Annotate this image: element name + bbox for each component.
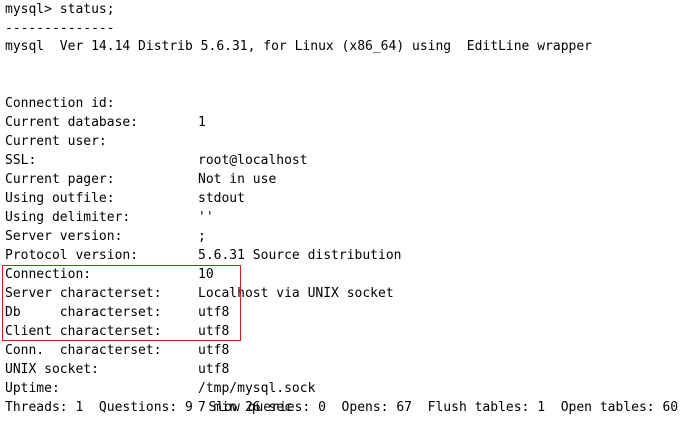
status-label: Conn. characterset: xyxy=(5,343,162,358)
status-label: Client characterset: xyxy=(5,324,162,339)
status-row-current-database: Current database: xyxy=(5,94,138,130)
terminal-output: mysql> status; -------------- mysql Ver … xyxy=(5,0,695,417)
status-label: SSL: xyxy=(5,153,37,168)
status-label: Using outfile: xyxy=(5,191,115,206)
status-value: 10 xyxy=(198,267,214,282)
status-value: 1 xyxy=(198,115,206,130)
status-row-uptime: Uptime: 7 min 26 sec xyxy=(5,360,292,415)
status-value: Not in use xyxy=(198,172,277,187)
status-value: stdout xyxy=(198,191,245,206)
status-value: utf8 xyxy=(198,305,230,320)
status-row-server-characterset: Server characterset: utf8 xyxy=(5,265,229,320)
status-value: 7 min 26 sec xyxy=(198,400,292,415)
status-row-current-pager: Current pager: stdout xyxy=(5,151,245,206)
status-label: UNIX socket: xyxy=(5,362,99,377)
status-value: utf8 xyxy=(198,343,230,358)
status-label: Current user: xyxy=(5,134,107,149)
prompt-line: mysql> status; xyxy=(5,2,115,17)
status-row-using-outfile: Using outfile: '' xyxy=(5,170,214,225)
status-value: utf8 xyxy=(198,324,230,339)
status-label: Using delimiter: xyxy=(5,210,131,225)
status-row-conn-characterset: Conn. characterset: utf8 xyxy=(5,322,229,377)
status-value: '' xyxy=(198,210,214,225)
status-row-client-characterset: Client characterset: utf8 xyxy=(5,303,229,358)
status-value: ; xyxy=(198,229,206,244)
status-row-connection-id: Connection id: 1 xyxy=(5,75,206,130)
status-row-current-user: Current user: root@localhost xyxy=(5,113,308,168)
status-label: Current database: xyxy=(5,115,139,130)
status-row-connection: Connection: Localhost via UNIX socket xyxy=(5,246,394,301)
status-value: root@localhost xyxy=(198,153,308,168)
status-row-db-characterset: Db characterset: utf8 xyxy=(5,284,229,339)
status-value: /tmp/mysql.sock xyxy=(198,381,316,396)
status-label: Connection id: xyxy=(5,96,115,111)
status-label: Protocol version: xyxy=(5,248,139,263)
status-label: Connection: xyxy=(5,267,92,282)
status-row-server-version: Server version: 5.6.31 Source distributi… xyxy=(5,208,402,263)
status-label: Server version: xyxy=(5,229,123,244)
stats-line: Threads: 1 Questions: 9 Slow queries: 0 … xyxy=(5,400,679,415)
status-row-using-delimiter: Using delimiter: ; xyxy=(5,189,206,244)
status-row-unix-socket: UNIX socket: /tmp/mysql.sock xyxy=(5,341,315,396)
status-row-protocol-version: Protocol version: 10 xyxy=(5,227,214,282)
status-value: utf8 xyxy=(198,362,230,377)
status-label: Db characterset: xyxy=(5,305,162,320)
status-row-ssl: SSL: Not in use xyxy=(5,132,276,187)
status-value: Localhost via UNIX socket xyxy=(198,286,394,301)
status-label: Server characterset: xyxy=(5,286,162,301)
separator-line: -------------- xyxy=(5,21,115,36)
status-label: Current pager: xyxy=(5,172,115,187)
status-value: 5.6.31 Source distribution xyxy=(198,248,402,263)
version-line: mysql Ver 14.14 Distrib 5.6.31, for Linu… xyxy=(5,39,592,54)
status-label: Uptime: xyxy=(5,381,60,396)
